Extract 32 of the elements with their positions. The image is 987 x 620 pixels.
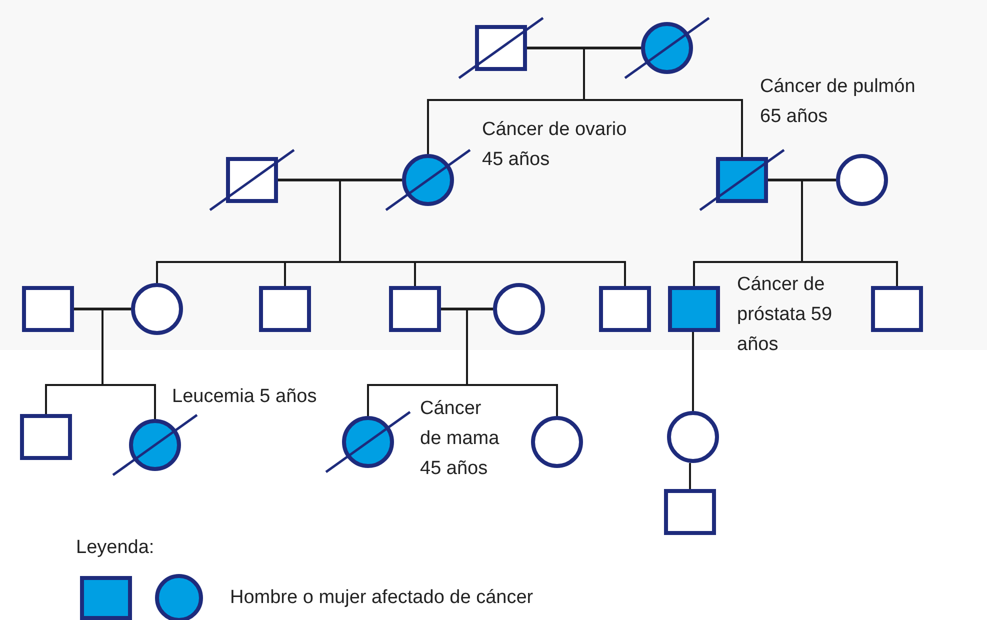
male-square-symbol xyxy=(668,286,720,332)
male-square-symbol xyxy=(599,286,651,332)
male-square-symbol xyxy=(664,489,716,535)
male-square-symbol xyxy=(716,157,768,203)
annotation-text: Cáncer de pulmón 65 años xyxy=(760,75,916,129)
male-square-symbol xyxy=(475,25,527,71)
annotation-text: Cáncer de ovario 45 años xyxy=(482,118,628,172)
couple-line xyxy=(74,308,131,310)
annotation-text: Cáncer de próstata 59 años xyxy=(737,273,834,357)
couple-line xyxy=(441,308,493,310)
pedigree-line xyxy=(689,463,691,489)
legend-text: Hombre o mujer afectado de cáncer xyxy=(230,586,534,610)
female-circle-symbol xyxy=(531,416,583,468)
couple-line xyxy=(768,178,836,182)
pedigree-line xyxy=(156,179,341,283)
pedigree-line xyxy=(427,47,585,154)
female-circle-symbol xyxy=(129,419,181,471)
annotation-text: Cáncer de mama 45 años xyxy=(420,397,500,481)
annotation-text: Leucemia 5 años xyxy=(172,385,318,409)
male-square-symbol xyxy=(20,414,72,460)
male-square-symbol xyxy=(22,286,74,332)
couple-line xyxy=(527,46,641,50)
legend-heading: Leyenda: xyxy=(76,536,154,560)
male-square-symbol xyxy=(226,157,278,203)
male-square-symbol xyxy=(259,286,311,332)
couple-line xyxy=(278,178,402,182)
female-circle-symbol xyxy=(342,416,394,468)
pedigree-line xyxy=(693,179,803,286)
pedigree-line xyxy=(692,332,694,411)
female-circle-symbol xyxy=(667,411,719,463)
male-square-symbol xyxy=(871,286,923,332)
male-square-symbol xyxy=(389,286,441,332)
